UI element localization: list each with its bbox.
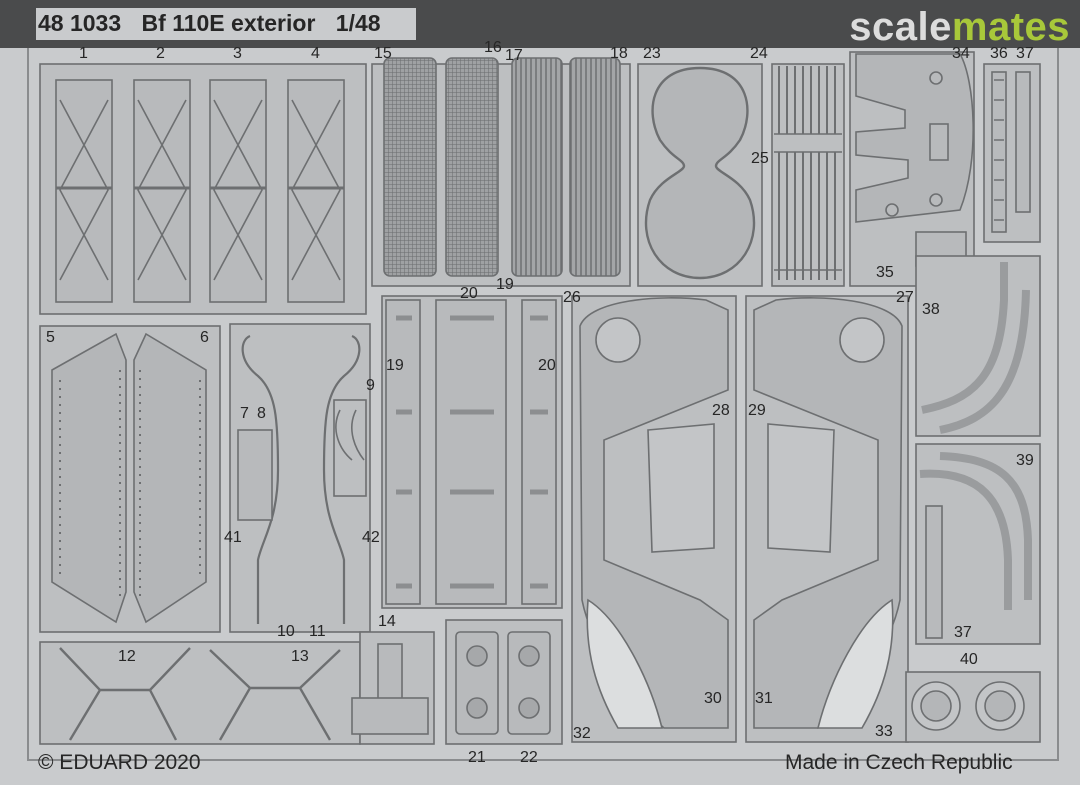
- part-label: 33: [875, 723, 893, 740]
- part-label: 8: [257, 405, 266, 422]
- part-label: 32: [573, 725, 591, 742]
- copyright-text: © EDUARD 2020: [38, 751, 201, 774]
- part-label: 37: [1016, 45, 1034, 62]
- fret-header: 48 1033 Bf 110E exterior 1/48: [38, 10, 395, 37]
- part-group-15-18: [371, 57, 631, 287]
- part-group-5-6: [39, 325, 221, 633]
- product-title: Bf 110E exterior: [141, 10, 316, 36]
- part-label: 19: [496, 276, 514, 293]
- part-label: 21: [468, 749, 486, 766]
- watermark-right: mates: [951, 5, 1070, 49]
- part-group-26-33: [571, 295, 909, 743]
- part-group-36-37: [983, 63, 1041, 243]
- part-label: 9: [366, 377, 375, 394]
- part-40: [905, 671, 1041, 743]
- part-label: 18: [610, 45, 628, 62]
- part-group-1-4: [39, 63, 367, 315]
- part-label: 23: [643, 45, 661, 62]
- part-label: 30: [704, 690, 722, 707]
- part-label: 22: [520, 749, 538, 766]
- part-label: 5: [46, 329, 55, 346]
- part-label: 27: [896, 289, 914, 306]
- part-label: 36: [990, 45, 1008, 62]
- part-label: 40: [960, 651, 978, 668]
- origin-text: Made in Czech Republic: [785, 751, 1013, 774]
- part-label: 11: [309, 623, 326, 640]
- part-14: [351, 631, 435, 745]
- part-23: [637, 63, 763, 287]
- part-label: 28: [712, 402, 730, 419]
- part-label: 16: [484, 39, 502, 56]
- part-label: 17: [505, 47, 523, 64]
- part-label: 37: [954, 624, 972, 641]
- part-label: 26: [563, 289, 581, 306]
- part-label: 25: [751, 150, 769, 167]
- part-label: 24: [750, 45, 768, 62]
- part-label: 10: [277, 623, 295, 640]
- part-label: 13: [291, 648, 309, 665]
- part-label: 1: [79, 45, 88, 62]
- part-group-7-11-41-42: [229, 323, 371, 633]
- part-label: 31: [755, 690, 773, 707]
- catalog-number: 48 1033: [38, 10, 122, 36]
- part-label: 29: [748, 402, 766, 419]
- part-group-21-22: [445, 619, 563, 745]
- part-label: 20: [538, 357, 556, 374]
- part-label: 34: [952, 45, 970, 62]
- part-label: 38: [922, 301, 940, 318]
- part-label: 14: [378, 613, 396, 630]
- watermark-left: scale: [849, 5, 952, 49]
- part-label: 20: [460, 285, 478, 302]
- part-group-12-13: [39, 641, 361, 745]
- part-label: 15: [374, 45, 392, 62]
- part-label: 39: [1016, 452, 1034, 469]
- part-label: 2: [156, 45, 165, 62]
- part-group-34-35: [849, 51, 975, 287]
- part-label: 6: [200, 329, 209, 346]
- part-group-38-39: [915, 255, 1041, 645]
- part-group-19-20: [381, 295, 563, 609]
- header-label-plate: [36, 8, 416, 40]
- part-label: 7: [240, 405, 249, 422]
- part-label: 35: [876, 264, 894, 281]
- part-label: 19: [386, 357, 404, 374]
- part-label: 41: [224, 529, 242, 546]
- part-group-24-25: [771, 63, 845, 287]
- part-label: 4: [311, 45, 320, 62]
- scale-label: 1/48: [335, 10, 381, 36]
- part-label: 3: [233, 45, 242, 62]
- part-label: 12: [118, 648, 136, 665]
- scalemates-watermark: scalemates: [849, 5, 1070, 49]
- part-label: 42: [362, 529, 380, 546]
